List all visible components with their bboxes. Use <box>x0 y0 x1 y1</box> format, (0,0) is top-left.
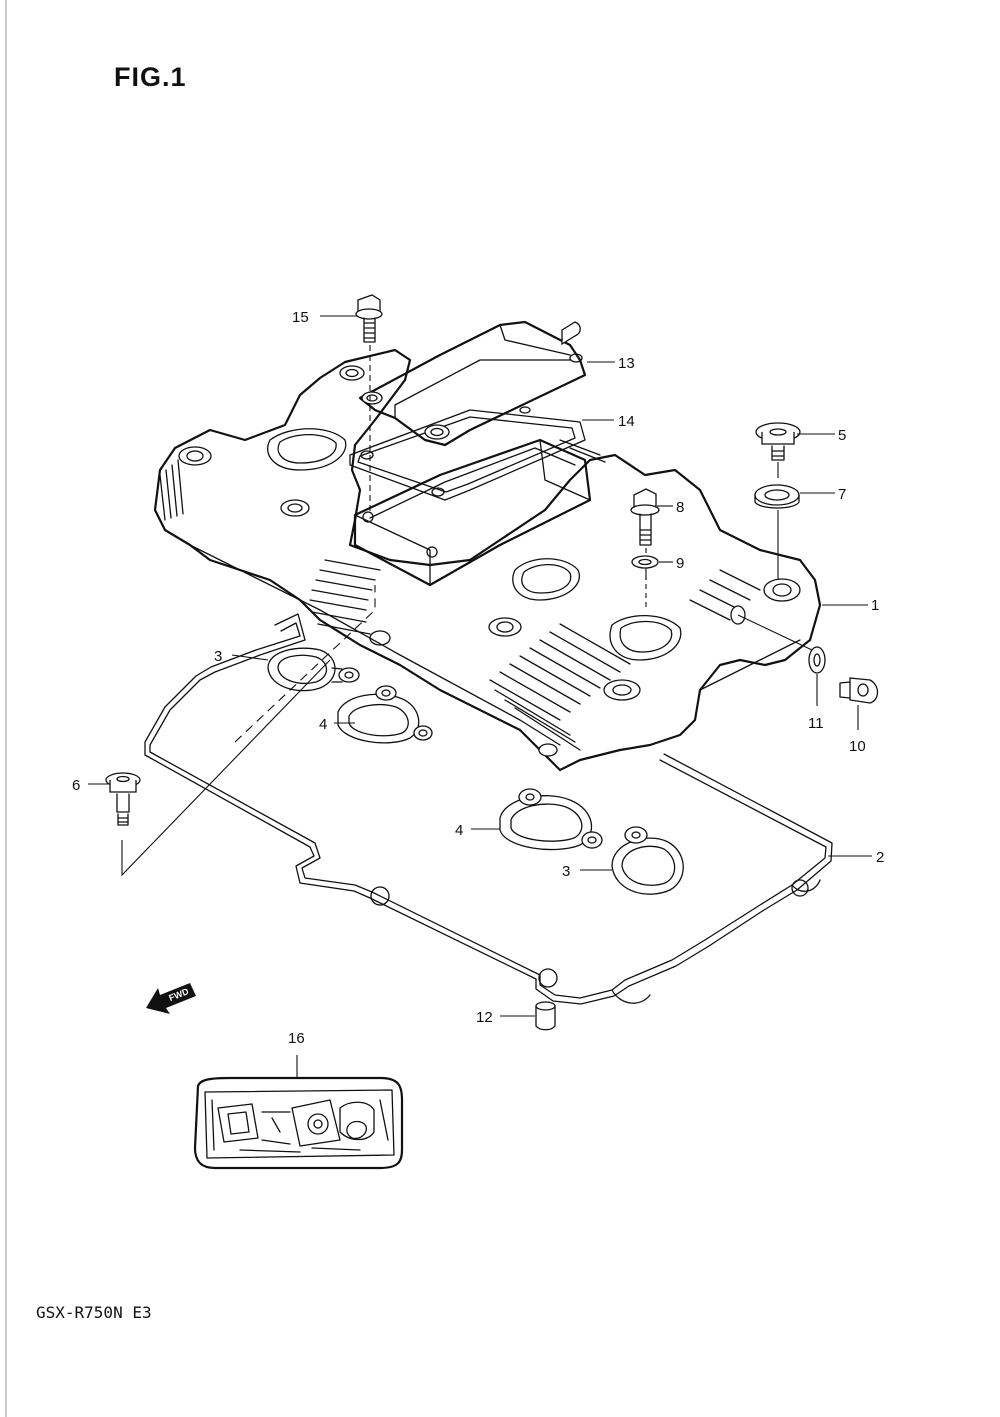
callout-3-upper: 3 <box>214 648 222 665</box>
part-14-gasket <box>349 406 586 501</box>
callout-labels: 1 2 3 3 4 4 5 6 7 8 9 10 11 12 13 14 15 … <box>72 309 884 1047</box>
callout-2: 2 <box>876 849 884 866</box>
callout-12: 12 <box>476 1009 493 1026</box>
part-4-cam-cap-gasket-upper <box>337 685 433 744</box>
callout-7: 7 <box>838 486 846 503</box>
callout-10: 10 <box>849 738 866 755</box>
part-10-plug <box>839 677 879 730</box>
callout-5: 5 <box>838 427 846 444</box>
part-3-plug-seal-upper <box>267 647 360 692</box>
part-2-gasket <box>144 613 833 1005</box>
part-13-breather-cover <box>358 320 587 447</box>
callout-4-upper: 4 <box>319 716 327 733</box>
callout-14: 14 <box>618 413 635 430</box>
part-11-washer <box>737 614 826 706</box>
part-8-bolt <box>630 488 660 610</box>
callout-13: 13 <box>618 355 635 372</box>
callout-6: 6 <box>72 777 80 794</box>
figure-title: FIG.1 <box>114 62 187 92</box>
callout-4-lower: 4 <box>455 822 463 839</box>
part-7-grommet <box>754 484 800 580</box>
part-15-bolt <box>355 294 383 515</box>
fwd-arrow-icon: FWD <box>146 983 196 1014</box>
callout-9: 9 <box>676 555 684 572</box>
part-6-bolt <box>105 585 376 877</box>
callout-15: 15 <box>292 309 309 326</box>
part-16-gasket-set <box>193 1055 404 1170</box>
callout-1: 1 <box>871 597 879 614</box>
callout-11: 11 <box>808 715 824 732</box>
part-4-cam-cap-gasket-lower <box>499 788 603 851</box>
model-code: GSX-R750N E3 <box>36 1303 152 1322</box>
callout-3-lower: 3 <box>562 863 570 880</box>
part-3-plug-seal-lower <box>611 826 684 895</box>
callout-16: 16 <box>288 1030 305 1047</box>
part-5-union-bolt <box>755 422 801 478</box>
part-9-washer <box>631 555 659 580</box>
callout-8: 8 <box>676 499 684 516</box>
part-1-head-cover <box>153 348 822 772</box>
leader-lines <box>88 315 872 1017</box>
part-12-dowel-pin <box>535 1001 556 1031</box>
